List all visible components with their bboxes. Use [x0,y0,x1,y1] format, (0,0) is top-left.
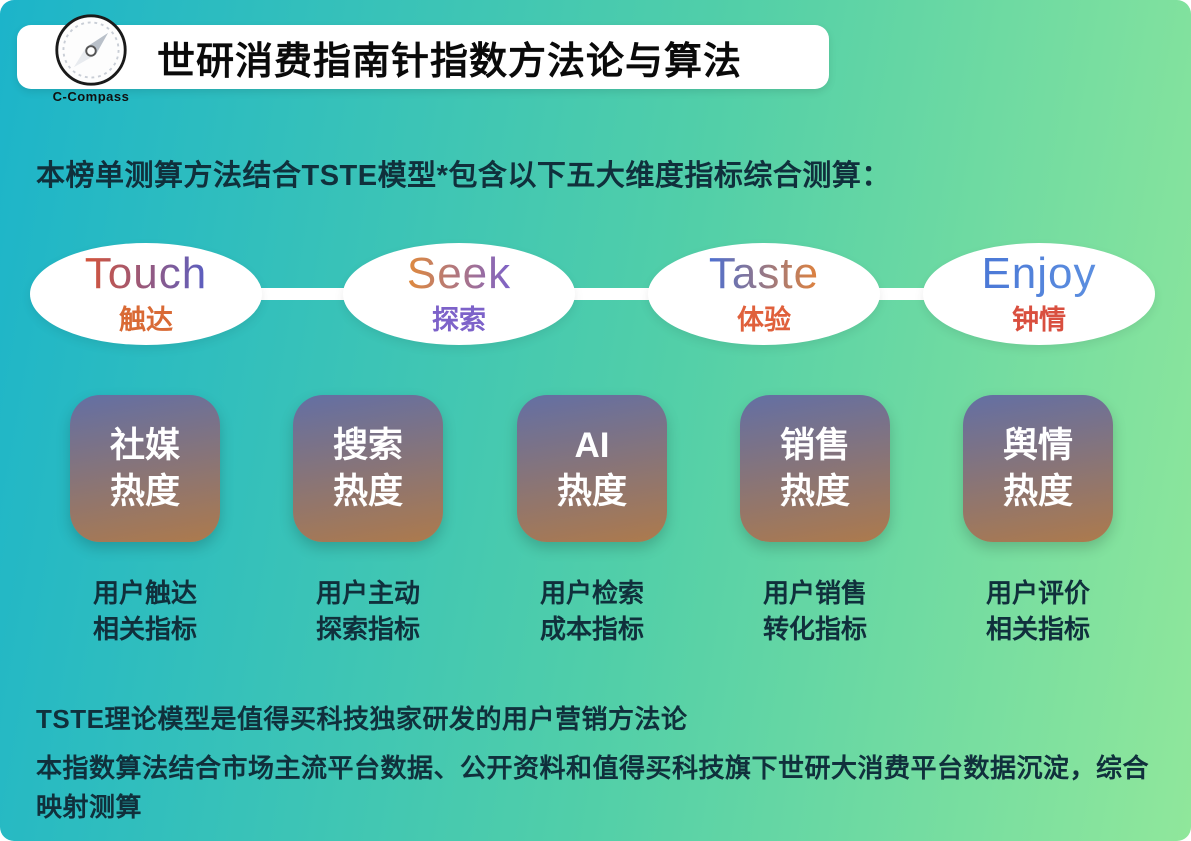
metric-card-social: 社媒 热度 [70,395,220,542]
compass-label: C-Compass [52,89,130,104]
dimension-zh-taste: 体验 [737,305,791,336]
dimension-zh-seek: 探索 [432,305,486,336]
dimension-pill-touch: Touch 触达 [30,243,262,345]
metric-card-search: 搜索 热度 [293,395,443,542]
metric-desc-line2: 转化指标 [762,614,867,645]
metric-card-sales: 销售 热度 [740,395,890,542]
dimension-pill-taste: Taste 体验 [648,243,880,345]
metric-card-ai: AI 热度 [517,395,667,542]
metric-card-line2: 热度 [779,471,850,511]
metric-desc-search: 用户主动 探索指标 [258,575,478,648]
metric-card-line2: 热度 [1002,471,1073,511]
metric-card-line1: 销售 [779,426,850,465]
footnotes: TSTE理论模型是值得买科技独家研发的用户营销方法论 本指数算法结合市场主流平台… [36,700,1161,837]
metric-card-line1: AI [574,426,610,465]
metric-desc-line1: 用户主动 [315,578,420,608]
dimension-en-enjoy: Enjoy [981,248,1097,298]
metric-desc-line2: 相关指标 [92,614,197,645]
dimension-zh-enjoy: 钟情 [1012,305,1066,336]
metric-card-line2: 热度 [556,471,627,511]
metric-card-sentiment: 舆情 热度 [963,395,1113,542]
metric-card-line2: 热度 [109,471,180,511]
metric-card-line1: 舆情 [1002,426,1073,465]
metric-card-line1: 搜索 [332,426,403,465]
page-title: 世研消费指南针指数方法论与算法 [157,40,743,83]
compass-logo: C-Compass [46,12,136,104]
dimension-zh-touch: 触达 [119,305,173,336]
metric-card-line2: 热度 [332,471,403,511]
compass-icon [55,14,127,86]
metric-desc-line2: 成本指标 [539,614,644,645]
metric-desc-sentiment: 用户评价 相关指标 [928,575,1148,648]
dimension-pill-seek: Seek 探索 [343,243,575,345]
intro-text: 本榜单测算方法结合TSTE模型*包含以下五大维度指标综合测算： [36,160,891,192]
metric-desc-line1: 用户销售 [762,578,867,608]
connector-line [145,288,1038,300]
metric-desc-sales: 用户销售 转化指标 [705,575,925,648]
dimension-en-taste: Taste [708,248,820,298]
dimension-pill-enjoy: Enjoy 钟情 [923,243,1155,345]
metric-desc-line1: 用户触达 [92,578,197,608]
footnote-tste: TSTE理论模型是值得买科技独家研发的用户营销方法论 [36,704,688,734]
metric-desc-line2: 探索指标 [315,614,420,645]
dimension-en-seek: Seek [406,248,512,298]
metric-card-line1: 社媒 [109,426,180,465]
dimension-en-touch: Touch [84,248,208,298]
metric-desc-line1: 用户检索 [539,578,644,608]
metric-desc-line1: 用户评价 [985,578,1090,608]
metric-desc-ai: 用户检索 成本指标 [482,575,702,648]
metric-desc-social: 用户触达 相关指标 [35,575,255,648]
footnote-method: 本指数算法结合市场主流平台数据、公开资料和值得买科技旗下世研大消费平台数据沉淀，… [36,753,1150,822]
header-bar: 世研消费指南针指数方法论与算法 [17,25,829,89]
metric-desc-line2: 相关指标 [985,614,1090,645]
